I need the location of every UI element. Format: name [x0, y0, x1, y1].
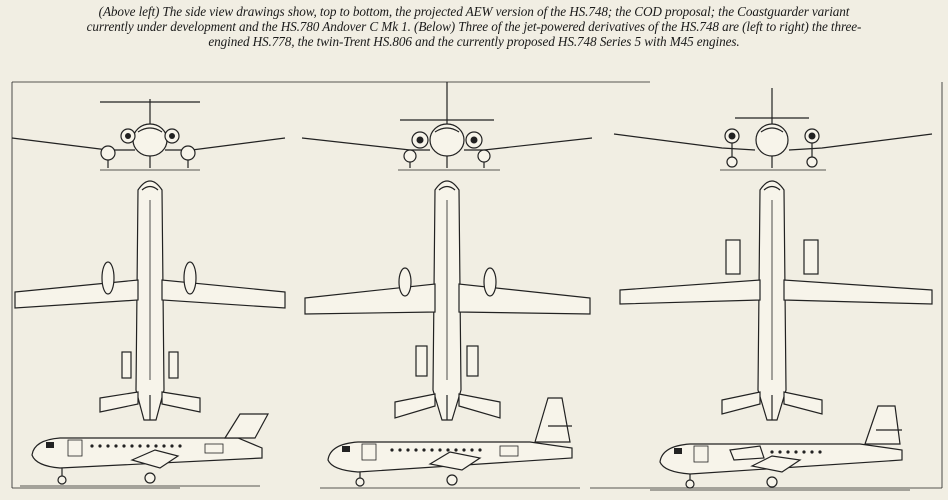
caption-line-2: currently under development and the HS.7…	[86, 19, 862, 34]
hs778-plan-view	[14, 180, 286, 421]
hs748s5-front-view	[613, 88, 933, 171]
aircraft-hs748-series5	[613, 88, 933, 491]
aircraft-hs778	[11, 99, 286, 487]
caption-line-3: engined HS.778, the twin-Trent HS.806 an…	[208, 34, 740, 49]
aircraft-hs806	[301, 82, 593, 489]
hs806-front-view	[301, 82, 593, 171]
aircraft-drawings-svg	[11, 81, 943, 491]
hs806-side-view	[320, 397, 580, 489]
hs748s5-side-view	[650, 405, 910, 491]
hs778-cabin-windows	[90, 444, 182, 448]
aircraft-drawings-figure	[0, 70, 948, 500]
hs806-plan-view	[304, 180, 591, 421]
hs778-front-view	[11, 99, 286, 171]
hs778-side-view	[20, 413, 270, 487]
hs748s5-cabin-windows	[770, 450, 822, 454]
figure-caption: (Above left) The side view drawings show…	[6, 4, 942, 49]
caption-line-1: (Above left) The side view drawings show…	[98, 4, 850, 19]
frame-lines	[11, 81, 943, 489]
hs748s5-plan-view	[619, 180, 933, 421]
hs806-cabin-windows	[390, 448, 482, 452]
